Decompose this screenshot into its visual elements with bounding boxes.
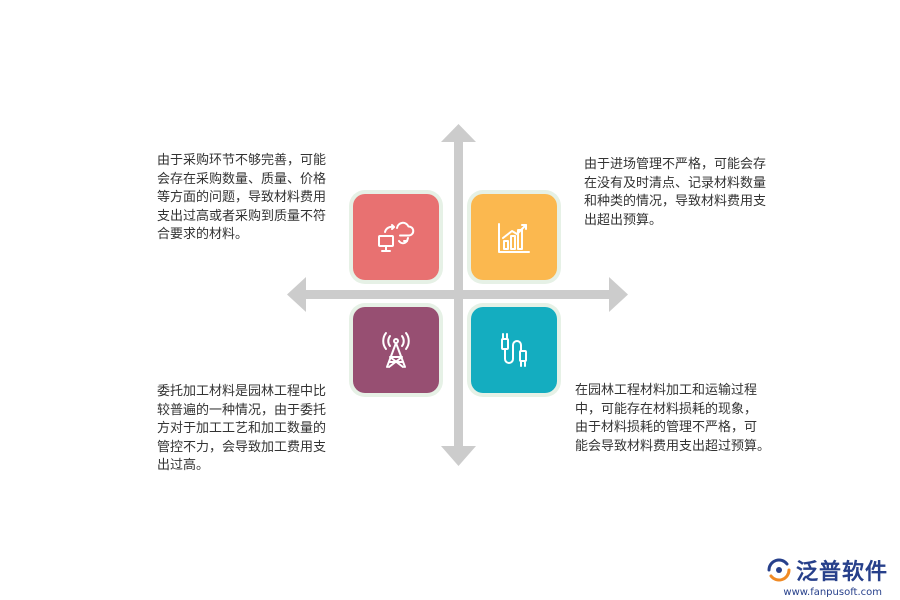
tile-top-right [471, 194, 557, 280]
cloud-sync-monitor-icon [378, 221, 415, 252]
tile-top-left [353, 194, 439, 280]
logo-name: 泛普软件 [795, 560, 888, 585]
tile-bottom-right [471, 307, 557, 393]
tile-bottom-left [353, 307, 439, 393]
signal-tower-icon [382, 332, 410, 368]
brand-logo: 泛普软件 [766, 554, 888, 586]
text-top-left: 由于采购环节不够完善，可能 会存在采购数量、质量、价格 等方面的问题，导致材料费… [157, 153, 327, 242]
bar-chart-icon [498, 223, 530, 253]
text-bottom-left: 委托加工材料是园林工程中比 较普遍的一种情况，由于委托 方对于加工工艺和加工数量… [157, 384, 327, 473]
text-top-right: 由于进场管理不严格，可能会存 在没有及时清点、记录材料数量 和种类的情况，导致材… [584, 157, 767, 228]
usb-cable-icon [501, 333, 527, 367]
logo-url: www.fanpusoft.com [783, 587, 882, 598]
text-bottom-right: 在园林工程材料加工和运输过程 中，可能存在材料损耗的现象， 由于材料损耗的管理不… [575, 383, 771, 454]
fanpu-logo-icon [767, 558, 791, 582]
